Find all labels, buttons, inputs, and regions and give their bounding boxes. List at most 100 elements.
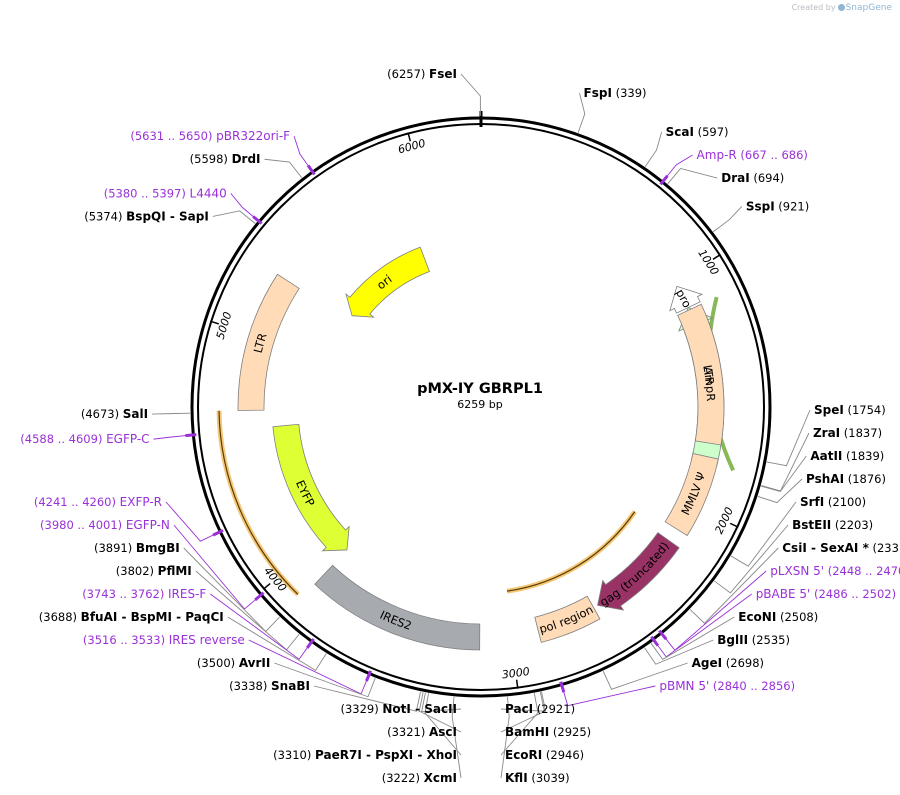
- site-name: AvrII: [239, 656, 271, 670]
- site-name: FseI: [429, 67, 457, 81]
- feature-label-text: LTR: [700, 364, 717, 386]
- site-label[interactable]: PshAI (1876): [806, 472, 886, 486]
- primer-label[interactable]: (3743 .. 3762) IRES-F: [82, 587, 206, 601]
- feature-pol-region[interactable]: [534, 595, 601, 643]
- site-leader-line: [766, 409, 811, 467]
- site-label[interactable]: (3802) PflMI: [116, 564, 192, 578]
- site-name: BspQI - SapI: [126, 209, 209, 223]
- site-label[interactable]: (3500) AvrII: [197, 656, 270, 670]
- site-leader-line: [500, 691, 547, 712]
- site-label[interactable]: EcoNI (2508): [738, 610, 818, 624]
- site-leader-line: [274, 662, 376, 698]
- site-position: (2535): [748, 633, 790, 647]
- primer-label[interactable]: (3516 .. 3533) IRES reverse: [83, 633, 245, 647]
- site-position: (2331): [869, 541, 900, 555]
- site-label[interactable]: SpeI (1754): [814, 403, 886, 417]
- primer-label[interactable]: pBABE 5' (2486 .. 2502): [756, 587, 896, 601]
- site-label[interactable]: (5598) DrdI: [190, 152, 261, 166]
- site-position: (1754): [844, 403, 886, 417]
- primer-name: pBMN 5': [659, 679, 709, 693]
- site-label[interactable]: (3338) SnaBI: [229, 679, 310, 693]
- site-label[interactable]: CsiI - SexAI * (2331): [782, 541, 900, 555]
- site-name: SpeI: [814, 403, 844, 417]
- site-name: EcoNI: [738, 610, 776, 624]
- site-position: (2508): [776, 610, 818, 624]
- primer-name: pBABE 5': [756, 587, 811, 601]
- site-name: SalI: [123, 407, 148, 421]
- site-label[interactable]: ScaI (597): [666, 125, 729, 139]
- feature-label-text: AmpR promoter: [0, 0, 694, 310]
- primer-label[interactable]: (5380 .. 5397) L4440: [104, 186, 227, 200]
- site-label[interactable]: DraI (694): [721, 171, 784, 185]
- site-leader-line: [500, 691, 545, 733]
- site-label[interactable]: FspI (339): [584, 86, 647, 100]
- site-label[interactable]: SspI (921): [746, 199, 809, 213]
- site-position: (3500): [197, 656, 239, 670]
- site-label[interactable]: BglII (2535): [717, 633, 790, 647]
- site-name: AgeI: [692, 656, 722, 670]
- site-label[interactable]: AgeI (2698): [692, 656, 764, 670]
- site-label[interactable]: (3891) BmgBI: [94, 541, 180, 555]
- primer-name: EGFP-C: [106, 432, 149, 446]
- feature-gag-truncated[interactable]: [597, 532, 680, 611]
- site-position: (5374): [84, 209, 126, 223]
- plasmid-length: 6259 bp: [457, 398, 502, 411]
- tick-mark: [262, 582, 271, 590]
- feature-ltr[interactable]: [237, 273, 300, 411]
- primer-leader-line: [153, 434, 193, 440]
- feature-mmlv-psi[interactable]: [664, 453, 719, 537]
- site-leader-line: [264, 158, 303, 179]
- feature-ampr-promoter[interactable]: [669, 285, 703, 314]
- primer-label[interactable]: pBMN 5' (2840 .. 2856): [659, 679, 795, 693]
- feature-eyfp[interactable]: [272, 423, 350, 552]
- site-name: EcoRI: [505, 748, 542, 762]
- site-leader-line: [500, 692, 539, 756]
- site-leader-line: [500, 696, 510, 779]
- site-name: BglII: [717, 633, 748, 647]
- feature-ires2[interactable]: [314, 564, 481, 651]
- feature-label-text: LTR: [251, 331, 270, 354]
- tick-mark: [729, 522, 739, 528]
- site-label[interactable]: ZraI (1837): [813, 426, 882, 440]
- site-name: FspI: [584, 86, 612, 100]
- site-name: PacI: [505, 702, 533, 716]
- credit-brand: SnapGene: [845, 3, 892, 13]
- feature-ori[interactable]: [345, 246, 430, 318]
- tick-label: 5000: [214, 310, 235, 341]
- site-label[interactable]: (3222) XcmI: [382, 771, 457, 785]
- site-position: (339): [612, 86, 647, 100]
- primer-label[interactable]: (4241 .. 4260) EXFP-R: [34, 495, 162, 509]
- primer-label[interactable]: pLXSN 5' (2448 .. 2470): [770, 564, 900, 578]
- site-leader-line: [689, 547, 779, 624]
- primer-label[interactable]: (4588 .. 4609) EGFP-C: [20, 432, 149, 446]
- site-label[interactable]: (3310) PaeR7I - PspXI - XhoI: [273, 748, 457, 762]
- site-label[interactable]: SrfI (2100): [800, 495, 866, 509]
- credit-prefix: Created by: [791, 3, 836, 12]
- primer-label[interactable]: (3980 .. 4001) EGFP-N: [40, 518, 170, 532]
- site-label[interactable]: (5374) BspQI - SapI: [84, 209, 209, 223]
- site-label[interactable]: (3321) AscI: [387, 725, 457, 739]
- site-leader-line: [460, 73, 481, 117]
- site-label[interactable]: BstEII (2203): [792, 518, 873, 532]
- primer-name: pBR322ori-F: [216, 129, 290, 143]
- primer-label[interactable]: Amp-R (667 .. 686): [697, 148, 808, 162]
- site-leader-line: [418, 692, 462, 713]
- site-label[interactable]: (3688) BfuAI - BspMI - PaqCI: [39, 610, 224, 624]
- primer-position: (3743 .. 3762): [82, 587, 168, 601]
- primer-position: (5631 .. 5650): [130, 129, 216, 143]
- site-label[interactable]: (3329) NotI - SacII: [340, 702, 457, 716]
- site-label[interactable]: AatII (1839): [810, 449, 884, 463]
- site-label[interactable]: BamHI (2925): [505, 725, 591, 739]
- site-label[interactable]: (6257) FseI: [387, 67, 457, 81]
- site-label[interactable]: PacI (2921): [505, 702, 575, 716]
- feature-ltr[interactable]: [677, 303, 725, 446]
- primer-position: (3980 .. 4001): [40, 518, 126, 532]
- site-label[interactable]: (4673) SalI: [81, 407, 148, 421]
- primer-label[interactable]: (5631 .. 5650) pBR322ori-F: [130, 129, 290, 143]
- site-label[interactable]: EcoRI (2946): [505, 748, 584, 762]
- primer-name: IRES-F: [168, 587, 206, 601]
- site-label[interactable]: KflI (3039): [505, 771, 570, 785]
- site-position: (6257): [387, 67, 429, 81]
- primer-leader-line: [561, 685, 656, 707]
